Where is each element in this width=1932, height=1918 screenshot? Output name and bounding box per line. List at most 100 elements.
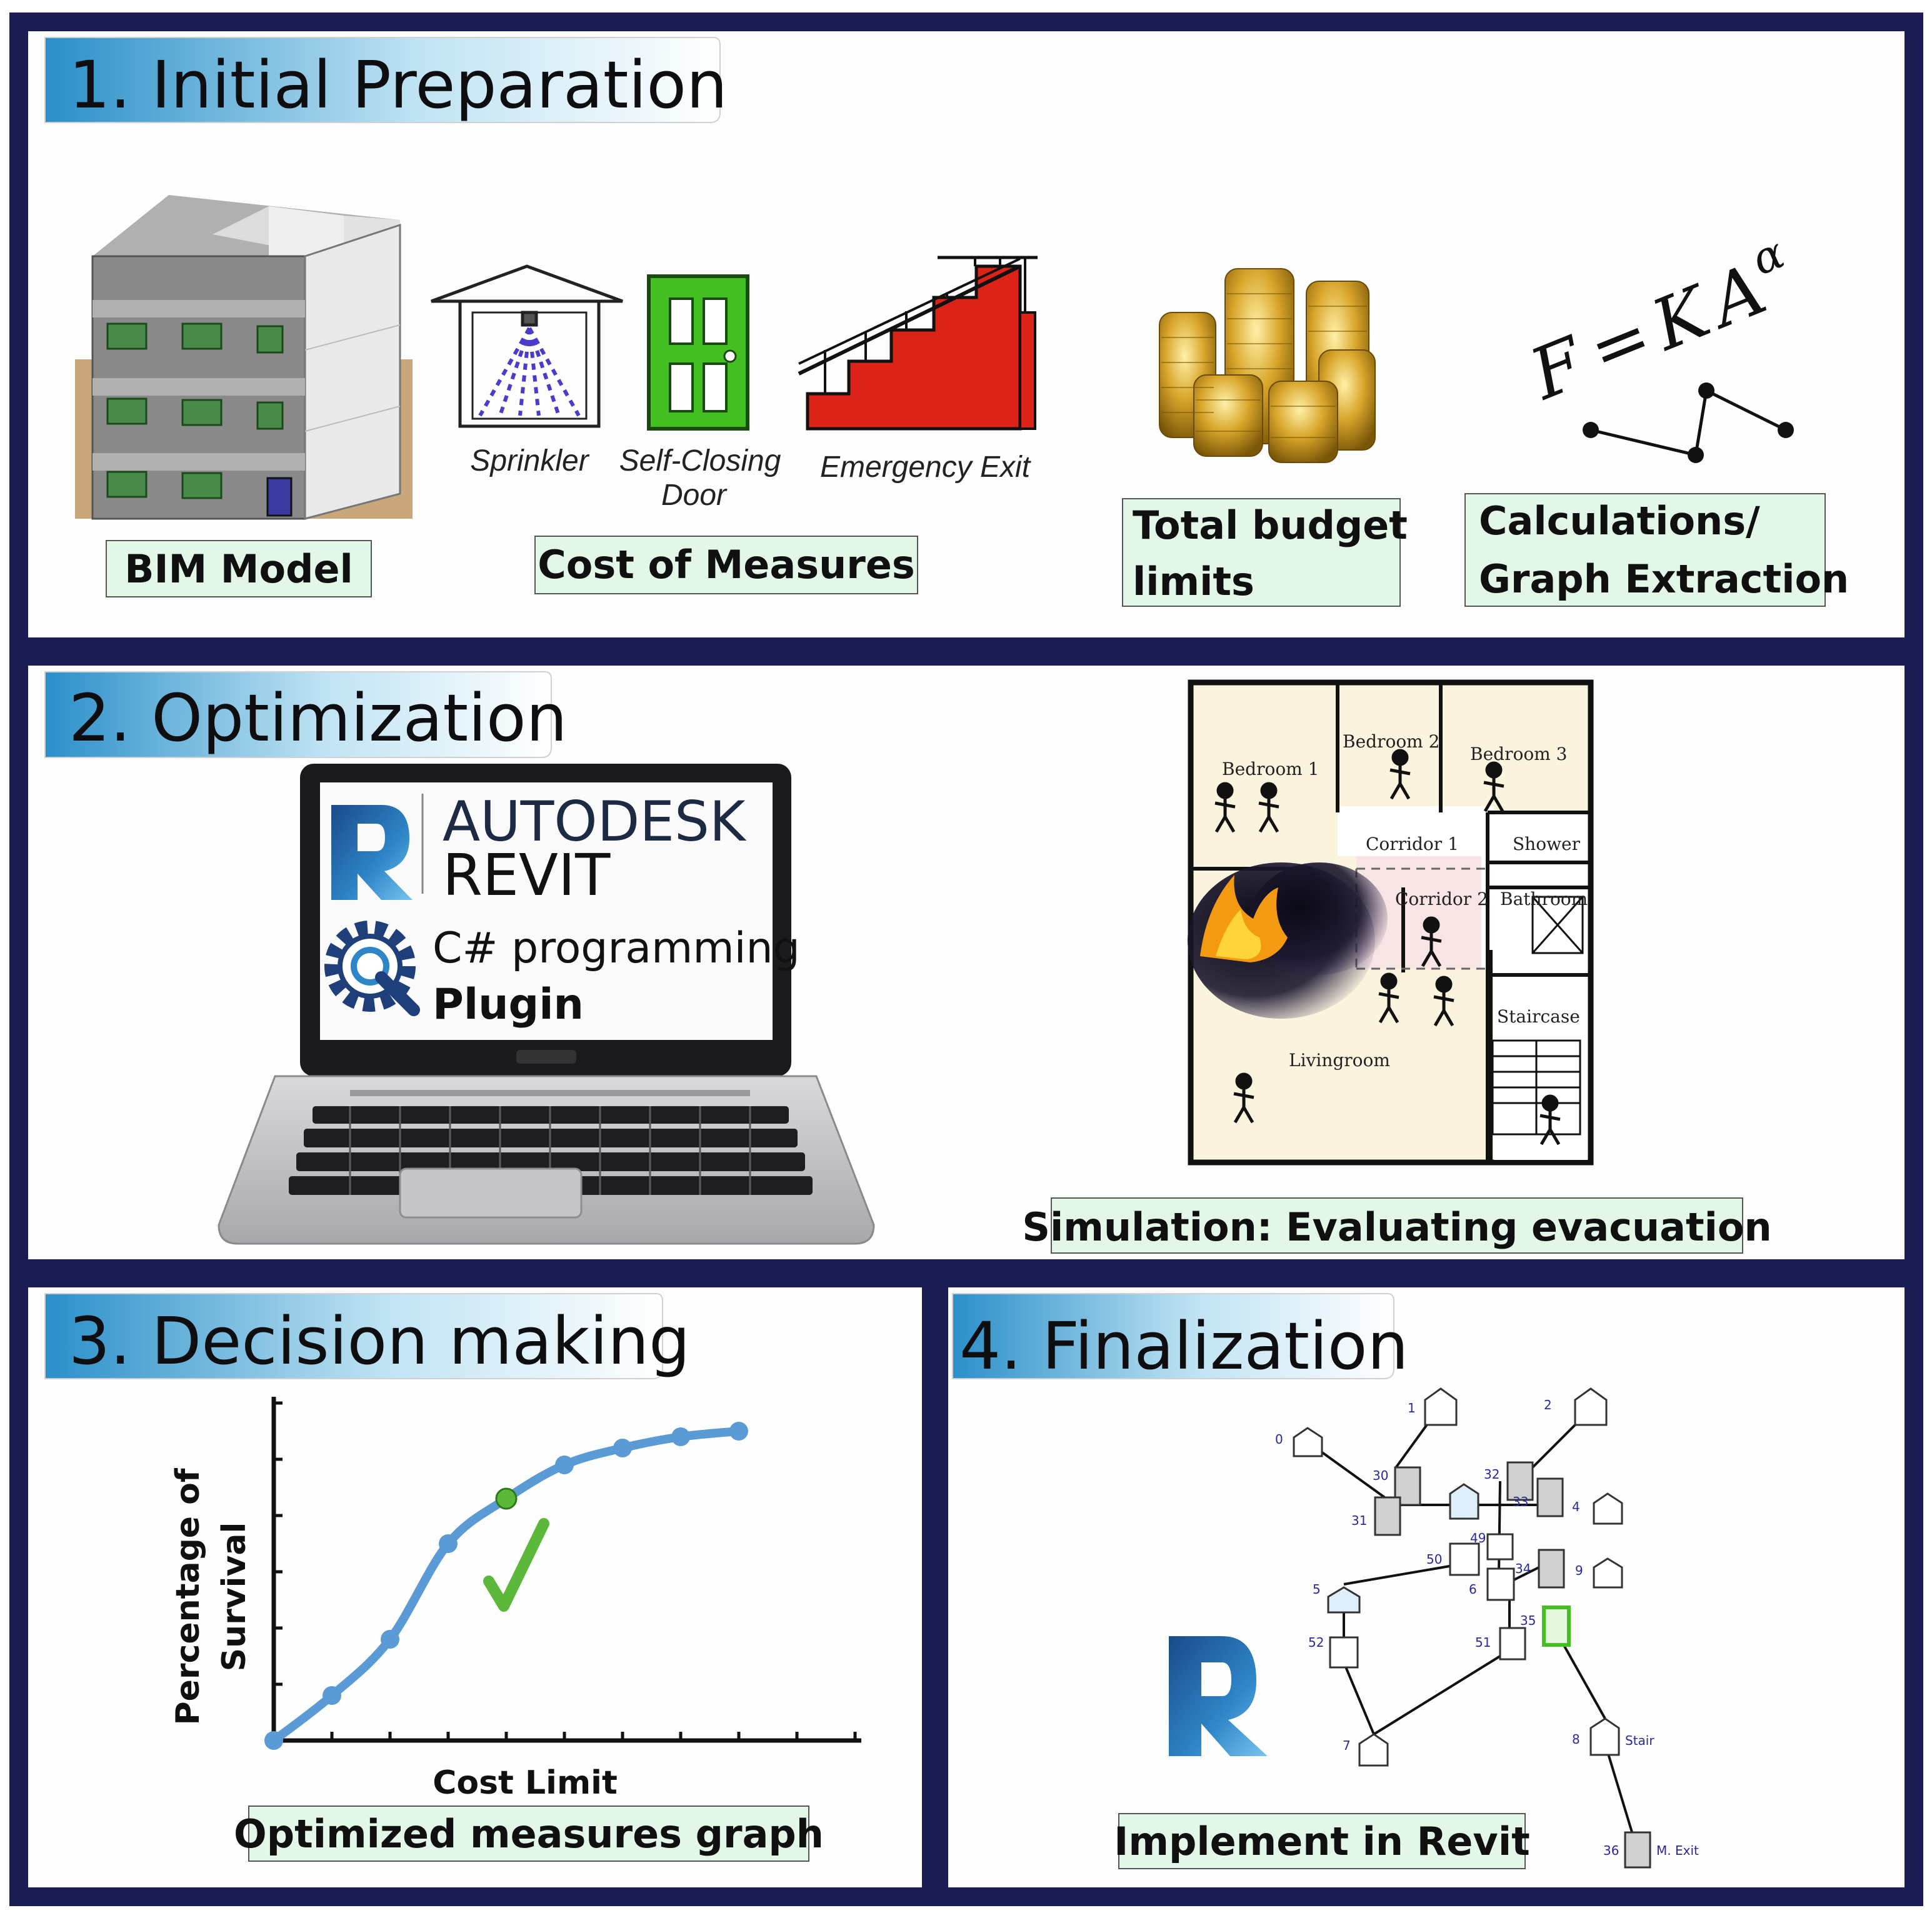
label-box — [248, 1806, 809, 1862]
laptop-illustration: AUTODESK REVIT C# programming Plugin — [218, 764, 875, 1245]
panel-title: 2. Optimization — [69, 680, 568, 756]
node-label: 0 — [1275, 1432, 1283, 1447]
node-label: 36 — [1603, 1843, 1619, 1858]
room-label-bathroom: Bathroom — [1500, 889, 1588, 909]
label-box — [106, 540, 372, 597]
node-label: 9 — [1575, 1563, 1583, 1578]
node-label: 1 — [1408, 1401, 1416, 1416]
person-icon — [1421, 916, 1442, 967]
room-label-bedroom3: Bedroom 3 — [1470, 744, 1567, 764]
sprinkler-label: Sprinkler — [470, 444, 589, 477]
chart-point — [381, 1630, 399, 1649]
coins-illustration — [1159, 268, 1376, 463]
title-tab — [44, 671, 552, 758]
person-icon — [1433, 976, 1454, 1027]
chart-point-selected — [495, 1487, 518, 1510]
panel-initial-preparation: 1. Initial Preparation — [9, 12, 1923, 656]
person-icon — [1258, 782, 1279, 833]
fire-icon — [1200, 875, 1288, 962]
implement-label: Implement in Revit — [1114, 1819, 1529, 1864]
chart-xlabel: Cost Limit — [433, 1764, 618, 1802]
panel-title: 4. Finalization — [959, 1308, 1408, 1384]
node-label: Stair — [1625, 1733, 1654, 1748]
cost-of-measures-label: Cost of Measures — [538, 542, 915, 587]
node-label: 35 — [1520, 1613, 1536, 1628]
label-box — [1122, 498, 1401, 607]
node-label: 8 — [1572, 1732, 1580, 1747]
sprinkler-icon — [431, 264, 623, 428]
node-label: 51 — [1475, 1635, 1491, 1650]
chart-point — [323, 1686, 341, 1705]
chart-point — [264, 1731, 283, 1750]
graph-icon — [1583, 382, 1794, 463]
screen-product: REVIT — [443, 842, 611, 909]
person-icon — [1233, 1072, 1254, 1124]
chart-point — [729, 1422, 748, 1441]
bim-building-illustration — [75, 195, 413, 520]
person-icon — [1389, 749, 1411, 800]
panel-optimization: 2. Optimization — [9, 647, 1923, 1278]
room-label-corridor2: Corridor 2 — [1395, 889, 1488, 909]
budget-label-line1: Total budget — [1133, 502, 1408, 548]
room-label-shower: Shower — [1513, 834, 1581, 854]
occupants — [1214, 749, 1561, 1146]
screen-plugin: Plugin — [433, 980, 584, 1029]
node-label: 34 — [1515, 1561, 1531, 1576]
node-label: 32 — [1484, 1467, 1499, 1482]
person-icon — [1378, 972, 1399, 1024]
floor-plan: Bedroom 1 Bedroom 2 Bedroom 3 Corridor 1… — [1188, 679, 1594, 1166]
node-label: 5 — [1313, 1582, 1321, 1597]
person-icon — [1539, 1094, 1561, 1146]
person-icon — [1214, 782, 1236, 833]
door-icon — [647, 274, 749, 431]
budget-label-line2: limits — [1133, 559, 1254, 604]
gear-wrench-icon — [324, 921, 420, 1016]
label-box — [1051, 1197, 1743, 1254]
label-box — [534, 536, 918, 594]
node-label: 49 — [1470, 1531, 1486, 1546]
screen-lang: C# programming — [433, 924, 800, 973]
chart-point — [439, 1534, 458, 1553]
room-label-staircase: Staircase — [1497, 1006, 1580, 1027]
door-label-line1: Self-Closing — [619, 444, 781, 477]
stairs-icon — [798, 256, 1038, 431]
title-tab — [44, 37, 721, 123]
node-label: 33 — [1513, 1494, 1528, 1509]
revit-logo-icon — [1169, 1636, 1268, 1756]
label-box — [1464, 493, 1826, 607]
room-label-bedroom1: Bedroom 1 — [1222, 759, 1319, 779]
staircase-symbol — [1491, 896, 1584, 1136]
node-label: M. Exit — [1656, 1843, 1699, 1858]
check-icon — [483, 1518, 549, 1612]
panel-decision-making: 3. Decision making Percentage of Surviva… — [9, 1269, 941, 1906]
panel-finalization: 4. Finalization — [929, 1269, 1923, 1906]
panel-title: 3. Decision making — [69, 1303, 690, 1379]
person-icon — [1483, 761, 1504, 812]
room-label-livingroom: Livingroom — [1289, 1050, 1390, 1071]
survival-curve — [269, 1427, 743, 1745]
exit-label: Emergency Exit — [820, 451, 1031, 484]
chart-point — [613, 1439, 632, 1457]
node-label: 6 — [1469, 1582, 1477, 1597]
node-label: 7 — [1343, 1738, 1351, 1753]
node-label: 50 — [1426, 1552, 1442, 1567]
chart-ylabel-line1: Percentage of — [169, 1467, 207, 1725]
room-label-corridor1: Corridor 1 — [1366, 834, 1459, 854]
chart-point — [671, 1427, 690, 1446]
touchpad — [399, 1167, 583, 1219]
calc-label-line1: Calculations/ — [1479, 498, 1760, 544]
node-label: 2 — [1544, 1397, 1552, 1412]
node-label: 30 — [1373, 1468, 1388, 1483]
exit-door-node — [1542, 1606, 1571, 1647]
title-tab — [952, 1293, 1394, 1379]
node-label: 52 — [1308, 1635, 1324, 1650]
door-label-line2: Door — [661, 479, 728, 512]
optimized-graph-label: Optimized measures graph — [234, 1811, 824, 1857]
label-box — [1118, 1813, 1526, 1869]
screen-brand: AUTODESK — [443, 789, 747, 854]
chart-ylabel-line2: Survival — [216, 1522, 253, 1672]
chart-point — [555, 1456, 574, 1474]
simulation-label: Simulation: Evaluating evacuation — [1022, 1204, 1771, 1250]
evacuation-graph: 0 1 2 30 31 32 33 4 49 50 34 9 5 6 35 52… — [1275, 1387, 1699, 1869]
